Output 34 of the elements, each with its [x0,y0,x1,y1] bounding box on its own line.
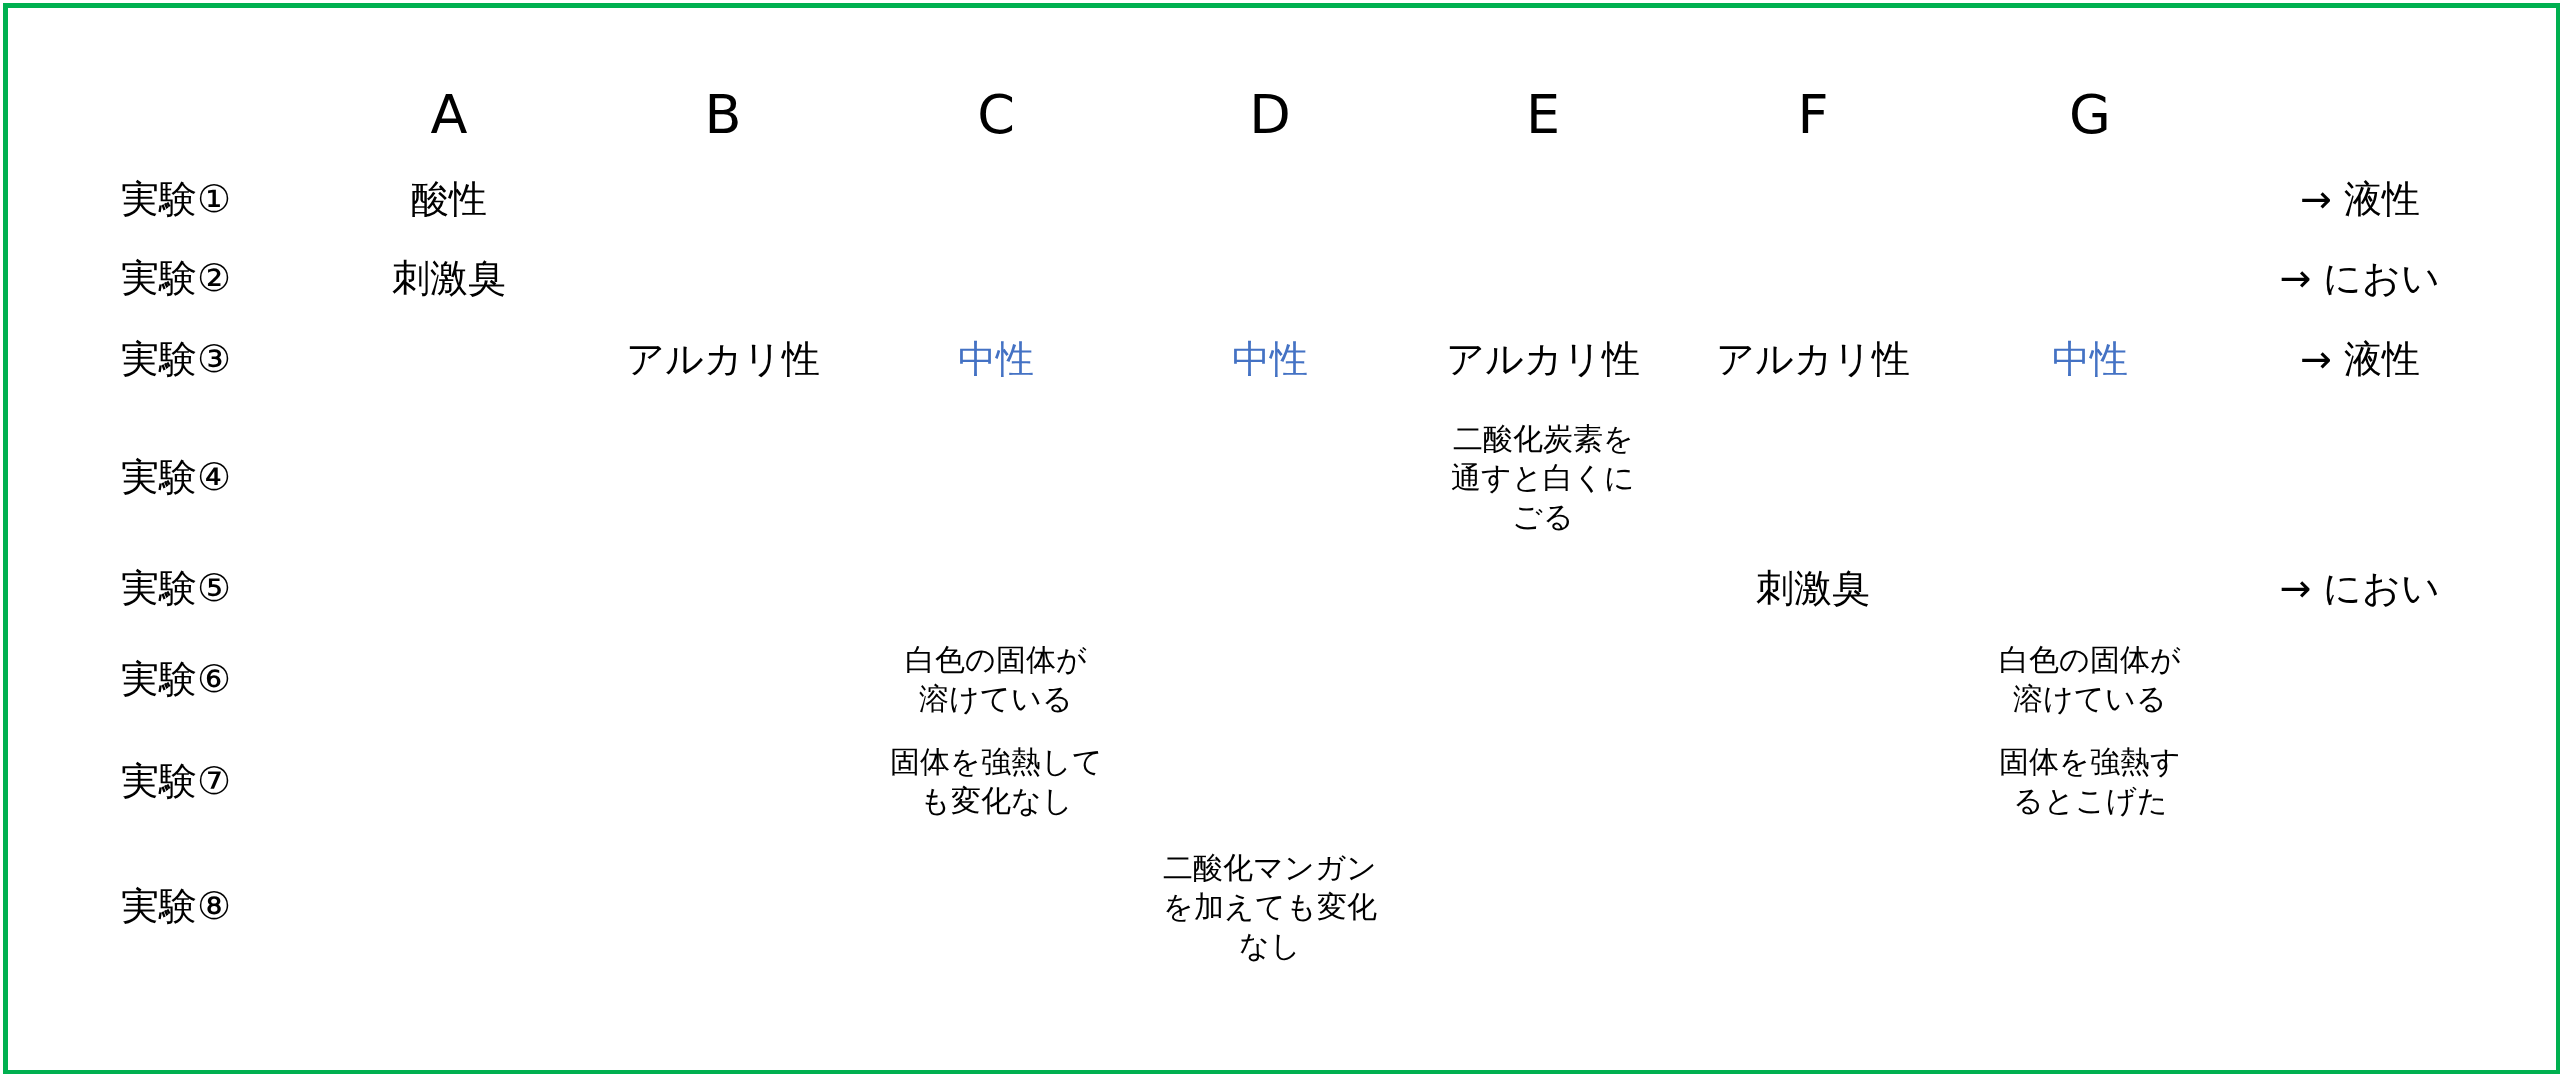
table-cell-text: 白色の固体が溶けている [1998,641,2182,718]
table-cell-text: 刺激臭 [392,254,506,302]
table-cell-text: 刺激臭 [1756,564,1870,612]
table-cell-text: → におい [2279,254,2441,302]
row-header: 実験⑦ [120,757,232,805]
table-cell-text: 中性 [1232,335,1308,383]
row-header: 実験① [120,175,232,223]
row-header: 実験⑧ [120,882,232,930]
column-header: F [1797,82,1829,146]
row-header: 実験④ [120,453,232,501]
table-cell-text: → におい [2279,564,2441,612]
table-cell-text: アルカリ性 [1716,335,1910,383]
column-header: C [977,82,1015,146]
table-cell-text: 中性 [2052,335,2128,383]
row-header: 実験② [120,254,232,302]
row-header: 実験⑥ [120,655,232,703]
column-header: G [2069,82,2111,146]
column-header: B [704,82,742,146]
table-cell-text: → 液性 [2300,175,2420,223]
table-cell-text: 固体を強熱するとこげた [1998,743,2182,820]
table-cell-text: アルカリ性 [1446,335,1640,383]
table-cell-text: 白色の固体が溶けている [904,641,1088,718]
table-cell-text: → 液性 [2300,335,2420,383]
table-cell-text: 固体を強熱しても変化なし [889,743,1103,820]
table-cell-text: 二酸化マンガンを加えても変化なし [1163,848,1377,965]
row-header: 実験③ [120,335,232,383]
table-cell-text: 二酸化炭素を通すと白くにごる [1451,419,1635,536]
row-header: 実験⑤ [120,564,232,612]
column-header: A [430,82,468,146]
table-cell-text: アルカリ性 [626,335,820,383]
table-cell-text: 酸性 [411,175,487,223]
column-header: E [1525,82,1561,146]
column-header: D [1249,82,1291,146]
table-cell-text: 中性 [958,335,1034,383]
